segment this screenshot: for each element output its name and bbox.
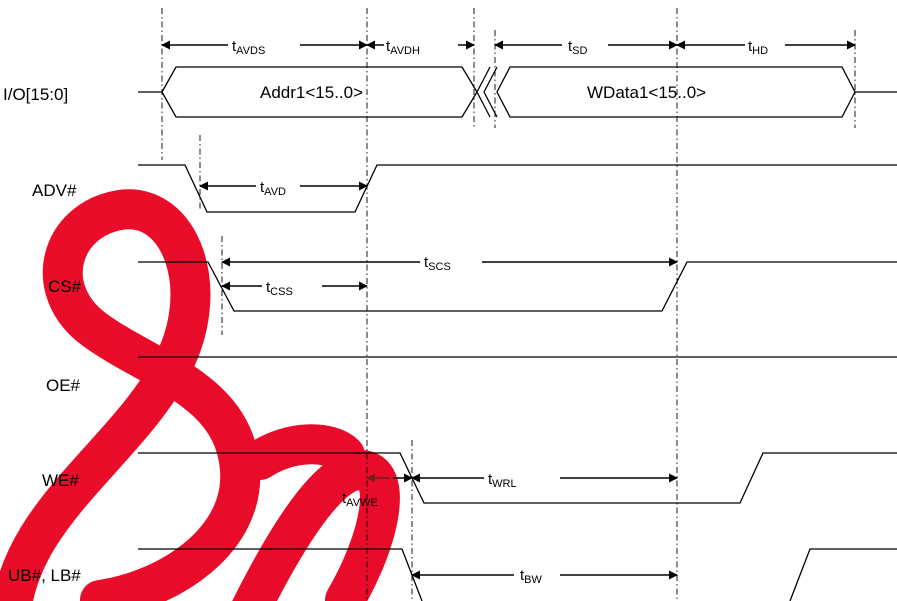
bus-address-value: Addr1<15..0>	[260, 83, 363, 102]
adv-waveform	[138, 164, 897, 213]
bus-write-data-value: WData1<15..0>	[587, 83, 706, 102]
label-t-bw: tBW	[520, 567, 543, 586]
label-t-wrl: tWRL	[488, 471, 517, 490]
ub-lb-waveform	[138, 548, 897, 601]
label-t-avdh: tAVDH	[386, 38, 420, 57]
signal-ub-lb: UB#, LB#	[8, 566, 81, 585]
signal-we: WE#	[42, 471, 79, 490]
signal-io: I/O[15:0]	[3, 85, 68, 104]
label-t-sd: tSD	[568, 38, 588, 57]
label-t-avd: tAVD	[260, 179, 286, 198]
signal-cs: CS#	[48, 277, 82, 296]
timing-arrows	[161, 40, 856, 580]
io-bus-waveform	[138, 66, 897, 118]
label-t-css: tCSS	[266, 279, 293, 298]
signal-adv: ADV#	[32, 181, 77, 200]
cs-waveform	[138, 261, 897, 312]
label-t-hd: tHD	[748, 38, 768, 57]
label-t-avwe: tAVWE	[342, 490, 378, 509]
label-t-scs: tSCS	[424, 254, 451, 273]
we-waveform	[138, 452, 897, 504]
label-t-avds: tAVDS	[232, 38, 265, 57]
watermark-logo	[0, 189, 400, 601]
signal-oe: OE#	[46, 376, 81, 395]
